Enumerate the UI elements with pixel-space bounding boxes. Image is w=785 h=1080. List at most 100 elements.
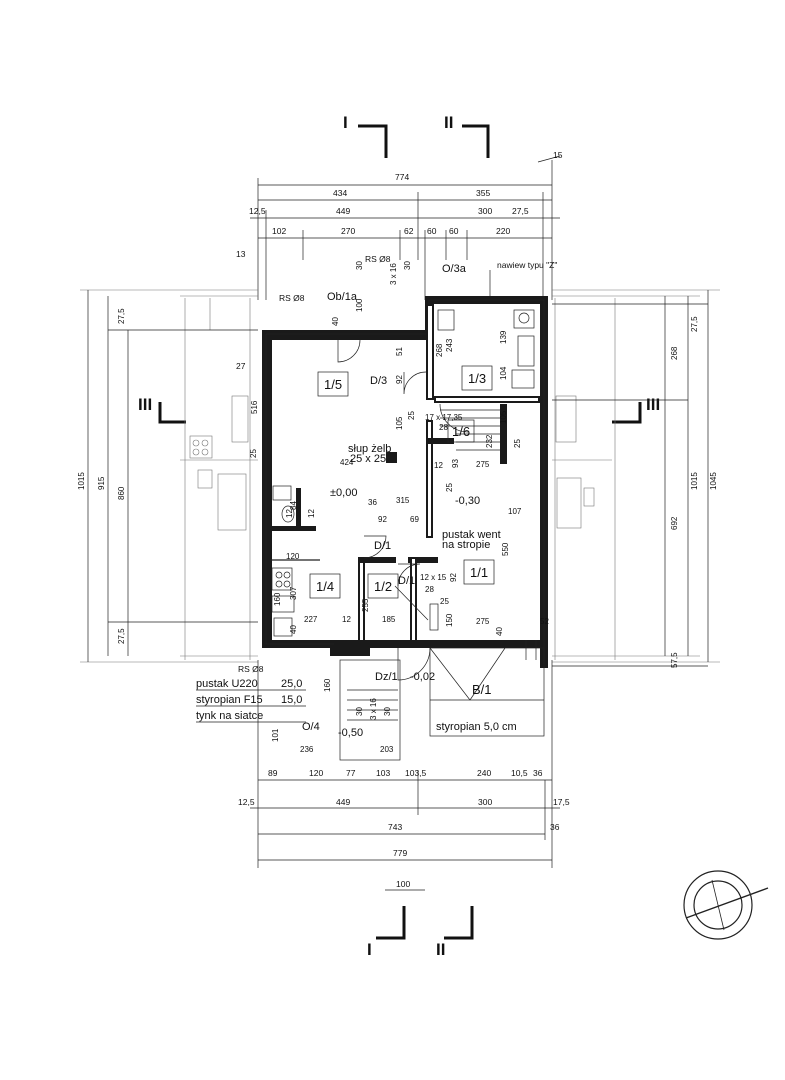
dim-bot-stair: 100 [396,879,410,889]
opening-labels: Ob/1a O/3a D/3 D/1 D/1 Dz/1 O/4 [302,263,467,733]
dim-left-8: 516 [250,400,259,414]
interior-dim-label: 30 [355,261,364,270]
dimension-lines-right: 1045 1015 692 268 27,5 57,5 [552,290,718,668]
dim-bot-r1-2: 77 [346,768,356,778]
room-labels: 1/5 1/3 1/6 1/4 1/2 1/1 B/1 [309,365,495,697]
dim-bot-r2-2: 300 [478,797,492,807]
dim-right-5: 57,5 [670,652,679,668]
room-1-4: 1/4 [316,579,334,594]
interior-dim-label: 275 [476,460,490,469]
label-styropian: styropian 5,0 cm [436,721,517,733]
dim-top-r3-3: 60 [427,226,437,236]
interior-dim-label: 268 [435,343,444,357]
label-slup-1: słup żelb [348,443,391,455]
dim-top-r3-1: 270 [341,226,355,236]
dim-bot-r2-1: 449 [336,797,350,807]
dimension-lines-left: 1015 915 860 27,5 27,5 13 27 25 516 [77,249,259,662]
interior-dim-label: 92 [449,573,458,582]
interior-dim-label: 243 [445,338,454,352]
dim-top-r3-5: 220 [496,226,510,236]
label-slup-2: 25 x 25 [350,453,386,465]
dim-bot-r1-7: 36 [533,768,543,778]
interior-dim-label: 12 x 15 [420,573,447,582]
interior-dim-label: 550 [501,542,510,556]
label-pustak-2: na stropie [442,539,490,551]
dim-left-0: 1015 [77,472,86,490]
dim-top-r1-1: 355 [476,188,490,198]
dim-bot-overall: 779 [393,848,407,858]
interior-dim-label: 40 [289,625,298,634]
section-marker-top-I: I [343,113,388,158]
north-arrow-icon [683,870,769,940]
dim-top-r2-0: 12,5 [249,206,266,216]
legend-layer-1-name: styropian F15 [196,694,263,706]
interior-dim-label: 160 [323,678,332,692]
interior-dim-label: 236 [300,745,314,754]
interior-dim-label: 25 [407,411,416,420]
outer-walls [262,296,548,668]
interior-dim-label: 40 [495,627,504,636]
interior-dim-label: 232 [485,434,494,448]
interior-dim-label: 105 [499,410,508,424]
dim-bot-r3-1: 36 [550,822,560,832]
interior-dim-label: 93 [451,459,460,468]
label-nawiew: nawiew typu "Z" [497,260,557,270]
interior-dim-label: 3 x 16 [389,263,398,285]
interior-dim-label: 120 [286,552,300,561]
interior-dim-label: 28 [425,585,434,594]
dim-right-4: 27,5 [690,316,699,332]
dim-right-2: 692 [670,516,679,530]
label-rs1: RS Ø8 [365,254,391,264]
svg-text:III: III [646,395,660,414]
label-rs2: RS Ø8 [279,293,305,303]
dim-bot-r1-3: 103 [376,768,390,778]
section-marker-left-III: III [138,395,186,424]
room-1-6: 1/6 [452,424,470,439]
interior-dim-label: 25 [513,439,522,448]
dim-top-r3-2: 62 [404,226,414,236]
label-ob1a: Ob/1a [327,291,358,303]
svg-text:I: I [343,113,348,132]
dim-top-r2-1: 449 [336,206,350,216]
dim-right-1: 1015 [690,472,699,490]
interior-dim-label: 30 [403,261,412,270]
interior-dim-label: 51 [395,347,404,356]
label-o4: O/4 [302,721,320,733]
svg-text:II: II [436,940,445,959]
interior-dim-label: 150 [445,613,454,627]
interior-dim-label: 275 [476,617,490,626]
section-marker-right-III: III [612,395,660,424]
interior-dim-label: 12 [307,509,316,518]
svg-text:II: II [444,113,453,132]
room-1-3: 1/3 [468,371,486,386]
interior-dim-label: 84 [289,501,298,510]
interior-dim-label: 160 [273,592,282,606]
interior-dim-label: 25 [440,597,449,606]
interior-dim-label: 227 [304,615,318,624]
interior-dim-label: 139 [499,330,508,344]
interior-dim-label: 307 [289,586,298,600]
section-marker-bottom-I: I [367,906,406,959]
interior-dim-label: 107 [508,507,522,516]
dim-offset: 15 [553,150,563,160]
svg-text:III: III [138,395,152,414]
dim-top-r2-3: 27,5 [512,206,529,216]
interior-dim-label: 12 [285,509,294,518]
interior-dim-label: 40 [331,317,340,326]
legend-layer-1-value: 15,0 [281,694,302,706]
dim-left-1: 915 [97,476,106,490]
dim-bot-r3-0: 743 [388,822,402,832]
interior-dim-label: 101 [271,728,280,742]
section-marker-bottom-II: II [436,906,474,959]
dim-left-7: 25 [249,449,258,458]
interior-walls [270,304,540,642]
label-dz1: Dz/1 [375,671,398,683]
dim-top-r1-0: 434 [333,188,347,198]
dim-bot-r1-0: 89 [268,768,278,778]
dimension-lines-bottom: 89 120 77 103 103,5 240 10,5 36 12,5 449… [238,660,570,891]
label-d1-a: D/1 [374,540,391,552]
interior-dim-label: 104 [499,366,508,380]
interior-dim-label: 12 [342,615,351,624]
